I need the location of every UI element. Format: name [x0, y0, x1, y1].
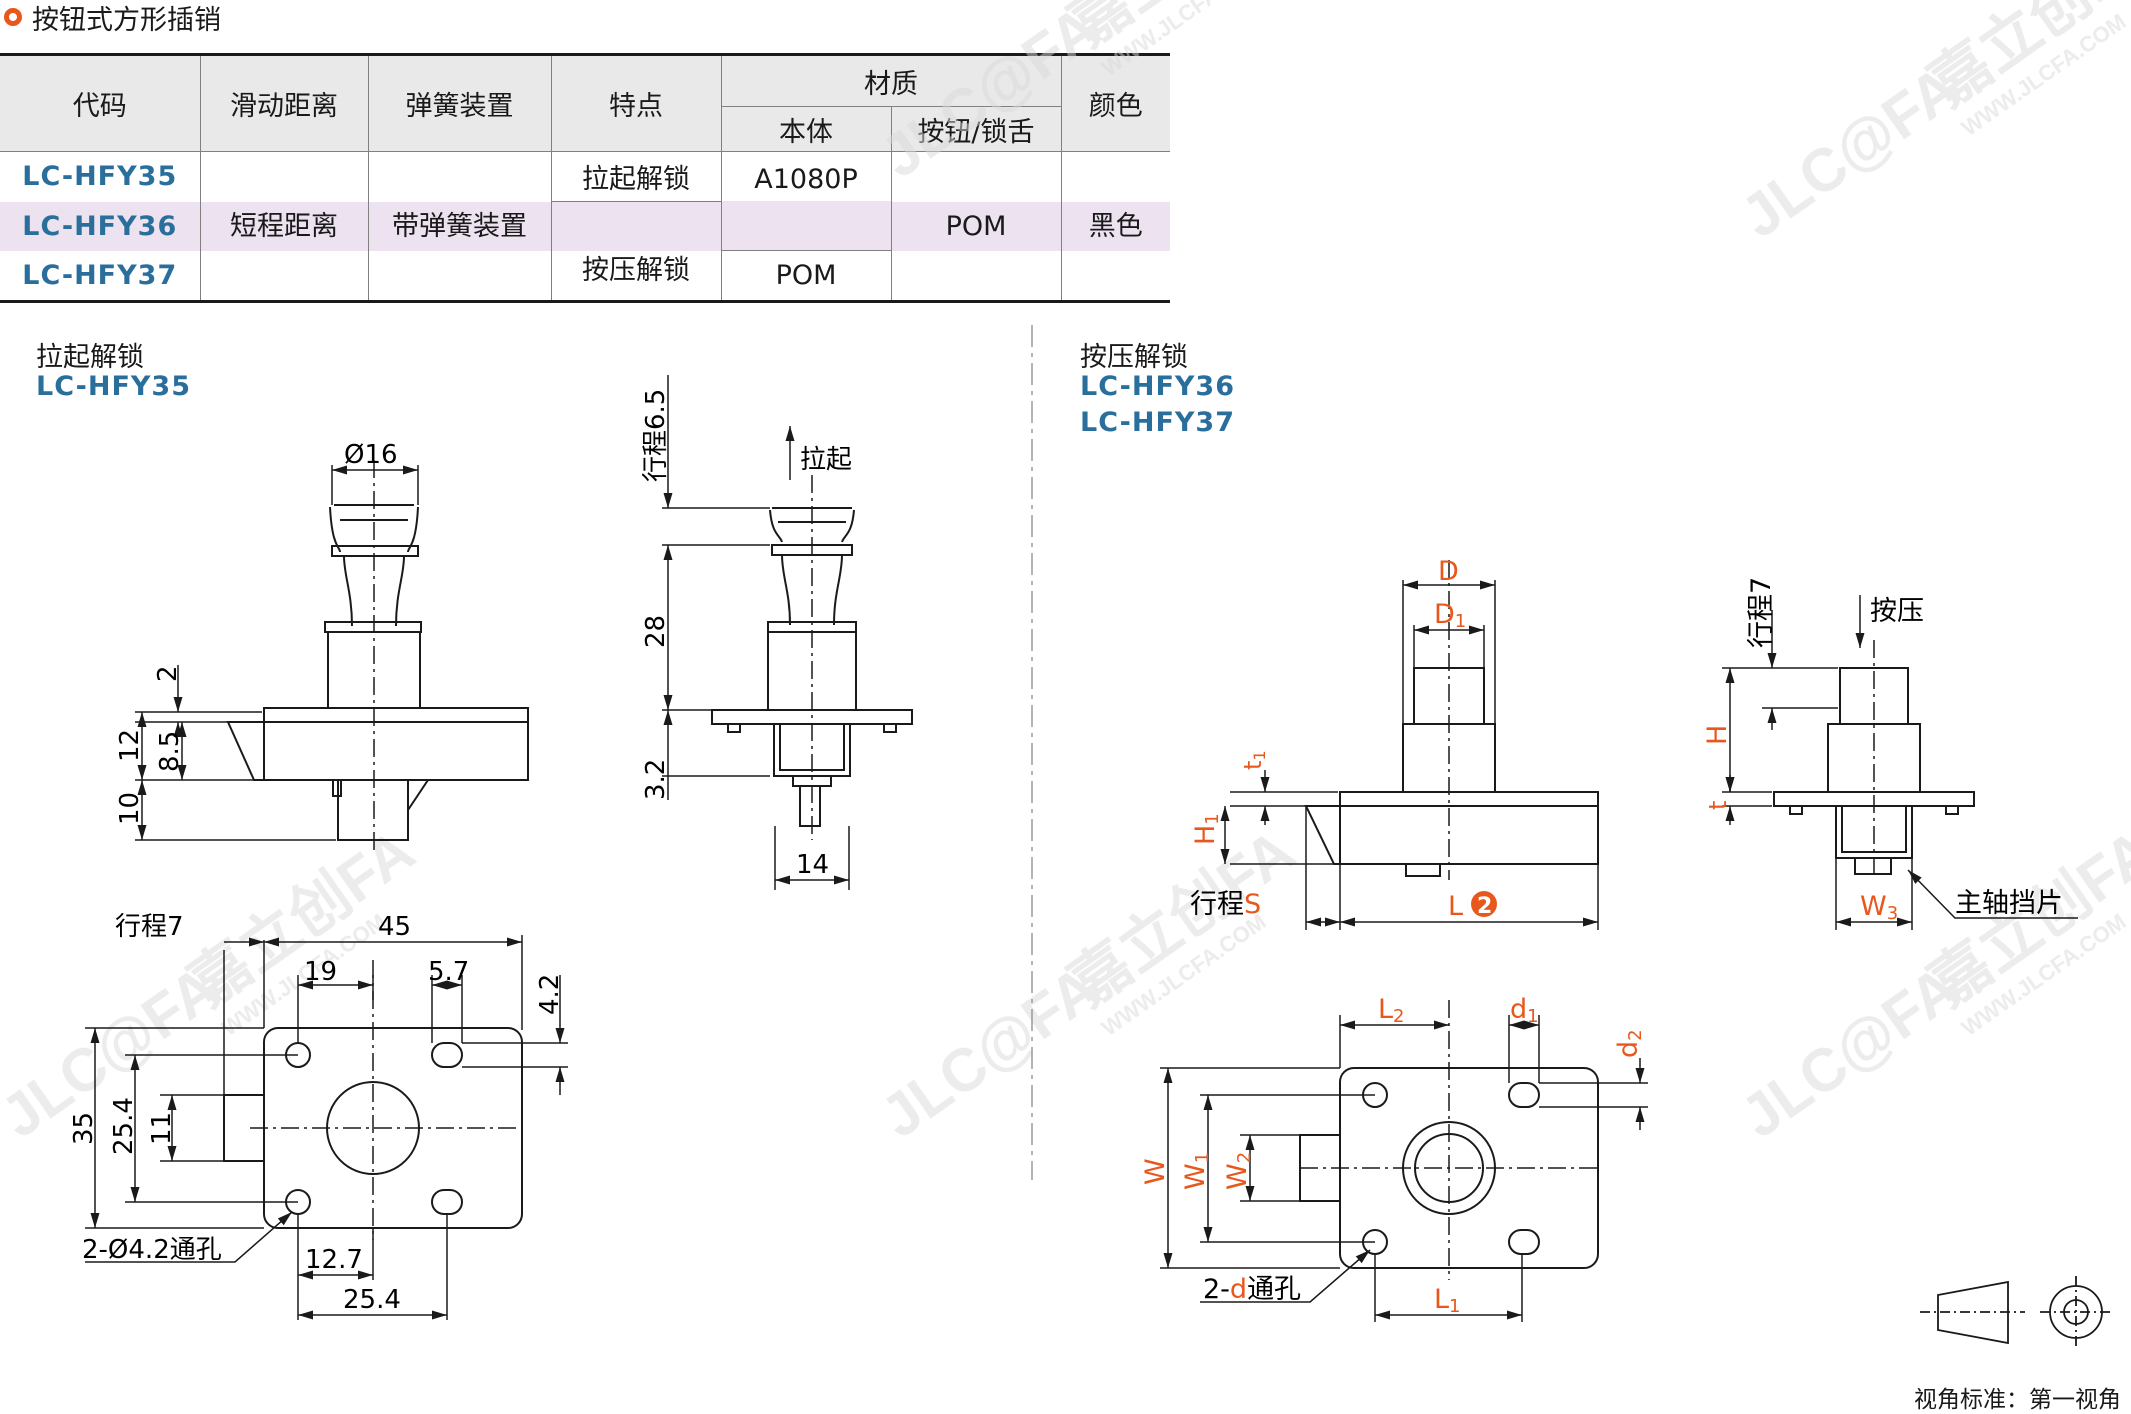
dim-W: W — [1140, 1158, 1171, 1185]
note-2-icon — [1471, 891, 1497, 917]
dim-12-7: 12.7 — [305, 1245, 363, 1275]
dim-L: L — [1448, 891, 1463, 922]
cell-color: 黑色 — [1060, 151, 1170, 302]
dim-2: 2 — [153, 665, 183, 682]
dim-5-7: 5.7 — [428, 957, 469, 987]
left-heading: 拉起解锁 — [36, 342, 144, 373]
header-button: 按钮/锁舌 — [890, 106, 1061, 152]
dim-t: t — [1704, 801, 1732, 810]
section-title: 按钮式方形插销 — [0, 0, 221, 36]
title-ring-icon — [4, 8, 22, 26]
watermark-5: JLC@FA 嘉立创FA WWW.JLCFA.COM — [1729, 817, 2131, 1151]
dim-12: 12 — [115, 729, 145, 762]
color-text: 黑色 — [1061, 201, 1170, 251]
label-press: 按压 — [1870, 596, 1924, 627]
dim-D: D — [1438, 556, 1459, 587]
dim-25-4-v: 25.4 — [109, 1097, 139, 1155]
dim-L1: L1 — [1434, 1284, 1461, 1317]
row-code-37: LC-HFY37 — [0, 250, 201, 302]
row-code-36: LC-HFY36 — [0, 201, 201, 251]
header-material: 材质 — [720, 54, 1062, 107]
feature-press-text: 按压解锁 — [582, 255, 690, 286]
cell-spring: 带弹簧装置 — [367, 151, 552, 302]
projection-label: 视角标准：第一视角 — [1914, 1387, 2121, 1413]
header-color: 颜色 — [1060, 54, 1170, 152]
dim-stroke-7: 行程7 — [115, 912, 184, 942]
body-mat-1-text: A1080P — [754, 164, 858, 195]
dim-45: 45 — [378, 912, 411, 942]
right-top-dims — [1160, 1000, 1648, 1322]
dim-19: 19 — [304, 957, 337, 987]
cell-spring-value: 带弹簧装置 — [368, 201, 551, 251]
cell-button-mat: POM — [890, 151, 1062, 302]
dim-35: 35 — [69, 1112, 99, 1145]
title-text: 按钮式方形插销 — [32, 4, 221, 36]
dim-holes-right: 2-d通孔 — [1203, 1274, 1301, 1305]
dim-10: 10 — [115, 792, 145, 825]
header-spring: 弹簧装置 — [367, 54, 552, 152]
dim-holes: 2-Ø4.2通孔 — [82, 1235, 222, 1265]
right-code-2: LC-HFY37 — [1080, 407, 1236, 438]
watermark-1: JLC@FA 嘉立创FA WWW.JLCFA.COM — [869, 0, 1306, 191]
dim-8-5: 8.5 — [155, 731, 185, 772]
dim-d2: d2 — [1613, 1029, 1646, 1058]
dim-3-2: 3.2 — [641, 759, 671, 800]
header-code: 代码 — [0, 54, 201, 152]
cell-slide: 短程距离 — [199, 151, 369, 302]
left-front-view — [226, 504, 529, 841]
right-front-dims — [1220, 560, 1599, 930]
dim-11: 11 — [147, 1112, 177, 1145]
dim-stroke-7-right: 行程7 — [1746, 577, 1777, 648]
label-shaft-stop: 主轴挡片 — [1955, 888, 2063, 919]
left-code: LC-HFY35 — [36, 371, 192, 402]
watermark-3: JLC@FA 嘉立创FA WWW.JLCFA.COM — [0, 817, 426, 1151]
dim-28: 28 — [641, 615, 671, 648]
dim-H: H — [1702, 725, 1733, 745]
right-code-1: LC-HFY36 — [1080, 371, 1236, 402]
cell-feature-press: 按压解锁 — [550, 201, 721, 302]
dim-D1: D1 — [1434, 599, 1466, 632]
cell-slide-value: 短程距离 — [200, 201, 368, 251]
header-feature: 特点 — [550, 54, 722, 152]
left-side-dims — [662, 375, 850, 890]
right-front-view — [1304, 667, 1599, 877]
left-front-dims — [135, 460, 419, 850]
right-side-dims — [1722, 595, 2078, 930]
label-pull: 拉起 — [800, 445, 852, 475]
watermark-2: JLC@FA 嘉立创FA WWW.JLCFA.COM — [1729, 0, 2131, 251]
note-2-label: 2 — [1477, 894, 1492, 919]
dim-t1: t1 — [1239, 750, 1269, 770]
dim-phi16: Ø16 — [344, 440, 398, 470]
dim-W1: W1 — [1180, 1152, 1213, 1190]
watermarks: JLC@FA 嘉立创FA WWW.JLCFA.COM JLC@FA 嘉立创FA … — [0, 0, 2131, 1151]
dim-stroke-S: 行程S — [1190, 889, 1261, 920]
projection-symbol — [1920, 1276, 2112, 1348]
spec-table: 代码 滑动距离 弹簧装置 特点 材质 颜色 本体 按钮/锁舌 LC-HFY35 … — [0, 53, 1170, 303]
left-top-dims — [85, 935, 568, 1320]
dim-W3: W3 — [1860, 891, 1898, 924]
cell-body-mat-2: POM — [720, 250, 891, 302]
dim-25-4-h: 25.4 — [343, 1285, 401, 1315]
watermark-4: JLC@FA 嘉立创FA WWW.JLCFA.COM — [869, 817, 1306, 1151]
right-heading: 按压解锁 — [1080, 342, 1188, 373]
header-body: 本体 — [721, 106, 892, 152]
cell-feature-pull: 拉起解锁 — [550, 151, 722, 202]
dim-L2: L2 — [1378, 994, 1405, 1027]
row-code-35: LC-HFY35 — [0, 151, 201, 202]
header-slide: 滑动距离 — [199, 54, 369, 152]
dim-4-2: 4.2 — [535, 974, 565, 1015]
dim-d1: d1 — [1510, 994, 1539, 1027]
dim-W2: W2 — [1222, 1152, 1255, 1190]
dim-14: 14 — [796, 850, 829, 880]
dim-stroke-6-5: 行程6.5 — [641, 389, 671, 482]
dim-H1: H1 — [1190, 813, 1223, 845]
button-mat-text: POM — [891, 201, 1061, 251]
